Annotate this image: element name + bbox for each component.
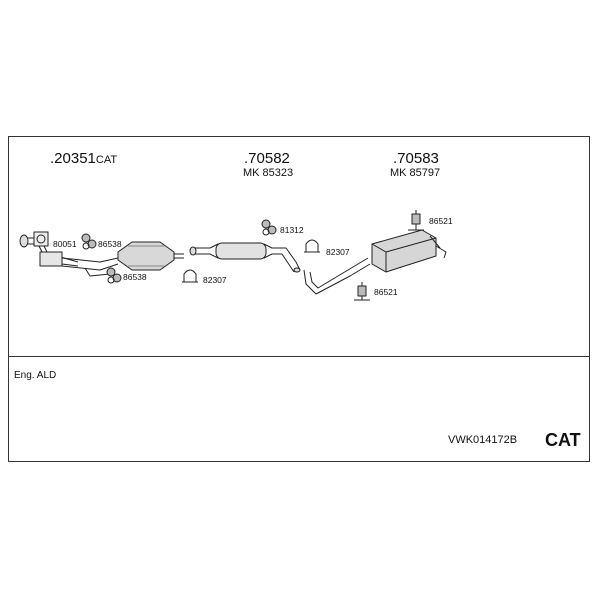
label-86538-upper: 86538 — [98, 239, 122, 249]
front-pipe — [19, 234, 119, 277]
part-70583: .70583 — [393, 150, 439, 167]
engine-code: Eng. ALD — [14, 370, 57, 381]
kit-code: VWK014172B — [448, 434, 518, 446]
label-86538-lower: 86538 — [123, 272, 147, 282]
middle-silencer — [189, 242, 301, 273]
catalytic-converter — [117, 241, 184, 271]
label-81312: 81312 — [280, 225, 304, 235]
frame-divider — [8, 356, 590, 357]
part-number: .20351 — [50, 150, 96, 167]
label-80051: 80051 — [53, 239, 77, 249]
hanger-86538b — [106, 267, 122, 284]
part-70582: .70582 — [244, 150, 290, 167]
rear-silencer — [303, 229, 447, 295]
hanger-81312 — [261, 219, 277, 236]
hanger-80051 — [33, 231, 49, 247]
label-86521-lower: 86521 — [374, 287, 398, 297]
hanger-86521b — [354, 282, 370, 301]
part-suffix: CAT — [95, 154, 118, 166]
diagram-frame — [8, 136, 590, 462]
cat-badge: CAT — [545, 430, 581, 450]
part-70583-mk: MK 85797 — [390, 167, 441, 179]
part-20351: .20351CAT — [50, 150, 117, 168]
label-82307-front: 82307 — [203, 275, 227, 285]
part-70582-mk: MK 85323 — [243, 167, 294, 179]
hanger-86538a — [81, 233, 97, 250]
hanger-86521a — [408, 210, 424, 231]
clamp-82307b — [304, 239, 320, 253]
label-82307-rear: 82307 — [326, 247, 350, 257]
label-86521-upper: 86521 — [429, 216, 453, 226]
clamp-82307a — [182, 269, 198, 283]
